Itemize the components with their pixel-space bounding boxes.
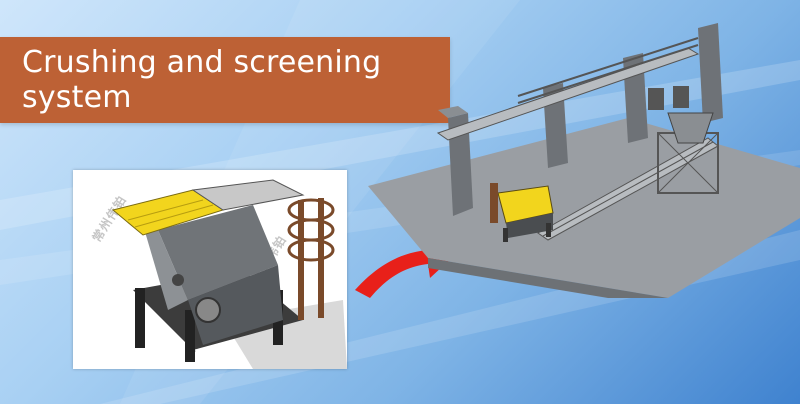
machine-detail-image: 常州伟铂 常州伟铂 常州伟铂 bbox=[73, 170, 347, 369]
page-title: Crushing and screening system bbox=[22, 45, 382, 115]
vibrating-screen-drawing bbox=[111, 179, 347, 369]
plant-layout-render bbox=[368, 23, 800, 298]
title-banner: Crushing and screening system bbox=[0, 37, 450, 123]
